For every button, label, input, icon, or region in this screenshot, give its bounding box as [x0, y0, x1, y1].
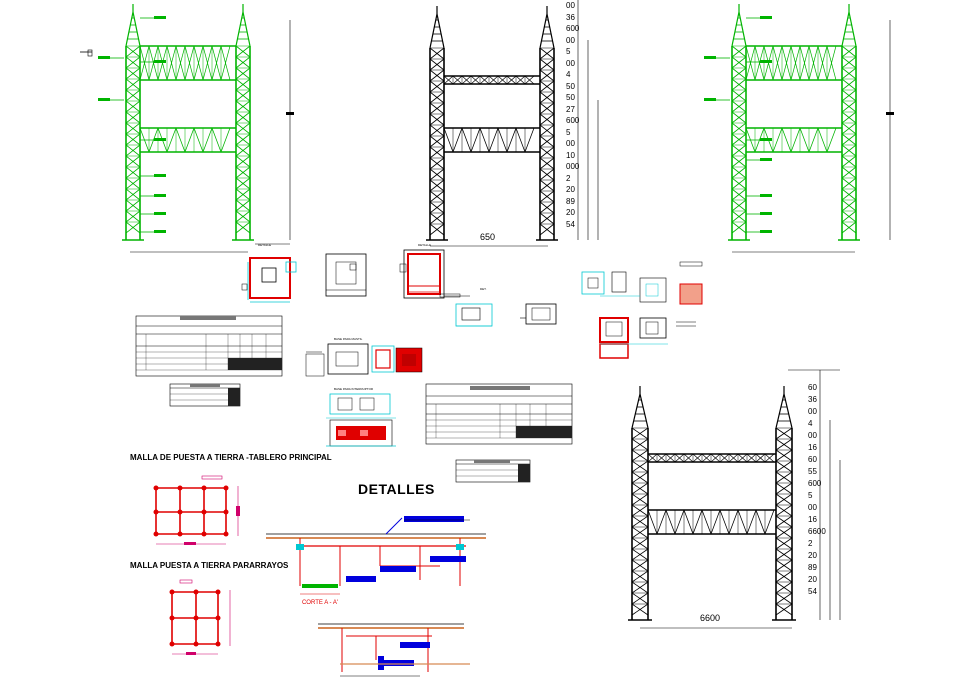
dimension-value: 60 [808, 383, 817, 392]
dimension-value: 00 [566, 58, 575, 68]
table-center-small [455, 459, 531, 483]
dimension-value: 50 [566, 81, 575, 91]
dimension-value: 10 [566, 150, 575, 160]
dimension-value: 16 [808, 515, 817, 524]
green-tower-right-lattice [728, 4, 860, 241]
dimension-value: 50 [566, 93, 575, 102]
title-malla-tablero: MALLA DE PUESTA A TIERRA -TABLERO PRINCI… [130, 453, 332, 462]
annotation-leaders [140, 16, 166, 233]
dimension-value: 2 [566, 173, 571, 183]
dimension-value: 36 [566, 12, 575, 22]
title-malla-pararrayos: MALLA PUESTA A TIERRA PARARRAYOS [130, 561, 289, 570]
svg-text:BASE PARA MASTIL: BASE PARA MASTIL [334, 337, 363, 341]
green-tower-right [732, 20, 894, 253]
foundation-detail-4: DET. [455, 287, 493, 327]
dimension-bottom-width: 6600 [700, 613, 721, 623]
black-tower-center-lattice [426, 6, 558, 241]
dimension-value: 00 [566, 35, 575, 45]
black-tower-bottom [640, 369, 840, 629]
foundation-detail-3: DETALLE [399, 243, 470, 299]
foundation-detail-8: BASE PARA MASTIL [305, 337, 423, 377]
dimension-value: 5 [566, 47, 571, 56]
annotation-leaders [746, 16, 772, 233]
dimension-center-width: 650 [480, 232, 496, 242]
svg-text:DET.: DET. [480, 287, 487, 291]
dimension-value: 54 [808, 587, 817, 596]
dimension-value: 00 [566, 139, 575, 148]
dimension-value: 60 [808, 455, 817, 464]
svg-text:DETALLE: DETALLE [418, 243, 431, 247]
section-detail-lower [318, 623, 470, 677]
dimension-value: 20 [808, 551, 817, 560]
dimension-value: 36 [808, 395, 817, 404]
dimension-value: 89 [808, 563, 817, 572]
foundation-detail-1: DETALLE [241, 243, 297, 303]
svg-text:BASE PARA INTERRUPTOR: BASE PARA INTERRUPTOR [334, 387, 374, 391]
annotation-leaders [704, 56, 730, 101]
dimension-value: 20 [566, 185, 575, 194]
annotation-leaders [98, 56, 124, 101]
dimension-value: 27 [566, 104, 575, 114]
dimension-value: 89 [566, 196, 575, 206]
dimension-value: 6600 [808, 527, 826, 536]
dimension-value: 00 [566, 1, 575, 10]
dimension-value: 00 [808, 431, 817, 440]
table-left-small [169, 383, 241, 407]
foundation-detail-5 [520, 303, 557, 325]
table-left-main [135, 315, 283, 377]
dimension-value: 16 [808, 443, 817, 452]
dimension-value: 54 [566, 219, 575, 229]
title-detalles: DETALLES [358, 481, 435, 497]
dimension-value: 5 [566, 127, 571, 137]
grounding-grid-pararrayos [169, 579, 231, 655]
corte-label: CORTE A - A' [302, 600, 338, 606]
dimension-value: 600 [566, 24, 580, 33]
green-tower-left [80, 20, 294, 253]
dimension-value: 600 [566, 116, 580, 125]
table-center-main [425, 383, 573, 445]
dimension-value: 00 [808, 503, 817, 512]
dimension-value: 4 [808, 419, 813, 428]
svg-text:DETALLE: DETALLE [258, 243, 271, 247]
dimension-value: 2 [808, 539, 813, 548]
black-tower-bottom-lattice [628, 386, 796, 621]
grounding-grid-tablero [153, 475, 240, 545]
dimension-value: 20 [566, 208, 575, 217]
dimension-value: 5 [808, 491, 813, 500]
dimension-value: 600 [808, 479, 822, 488]
dimension-value: 000 [566, 162, 580, 171]
foundation-detail-7 [599, 317, 696, 359]
dimension-value: 4 [566, 70, 571, 79]
section-detail-main: CORTE A - A' [266, 516, 486, 606]
foundation-detail-6 [581, 261, 703, 305]
dimension-value: 00 [808, 407, 817, 416]
green-tower-left-lattice [122, 4, 254, 241]
foundation-detail-2 [325, 253, 367, 297]
dimension-value: 20 [808, 575, 817, 584]
dimension-value: 55 [808, 467, 817, 476]
foundation-detail-9: BASE PARA INTERRUPTOR [326, 387, 396, 447]
